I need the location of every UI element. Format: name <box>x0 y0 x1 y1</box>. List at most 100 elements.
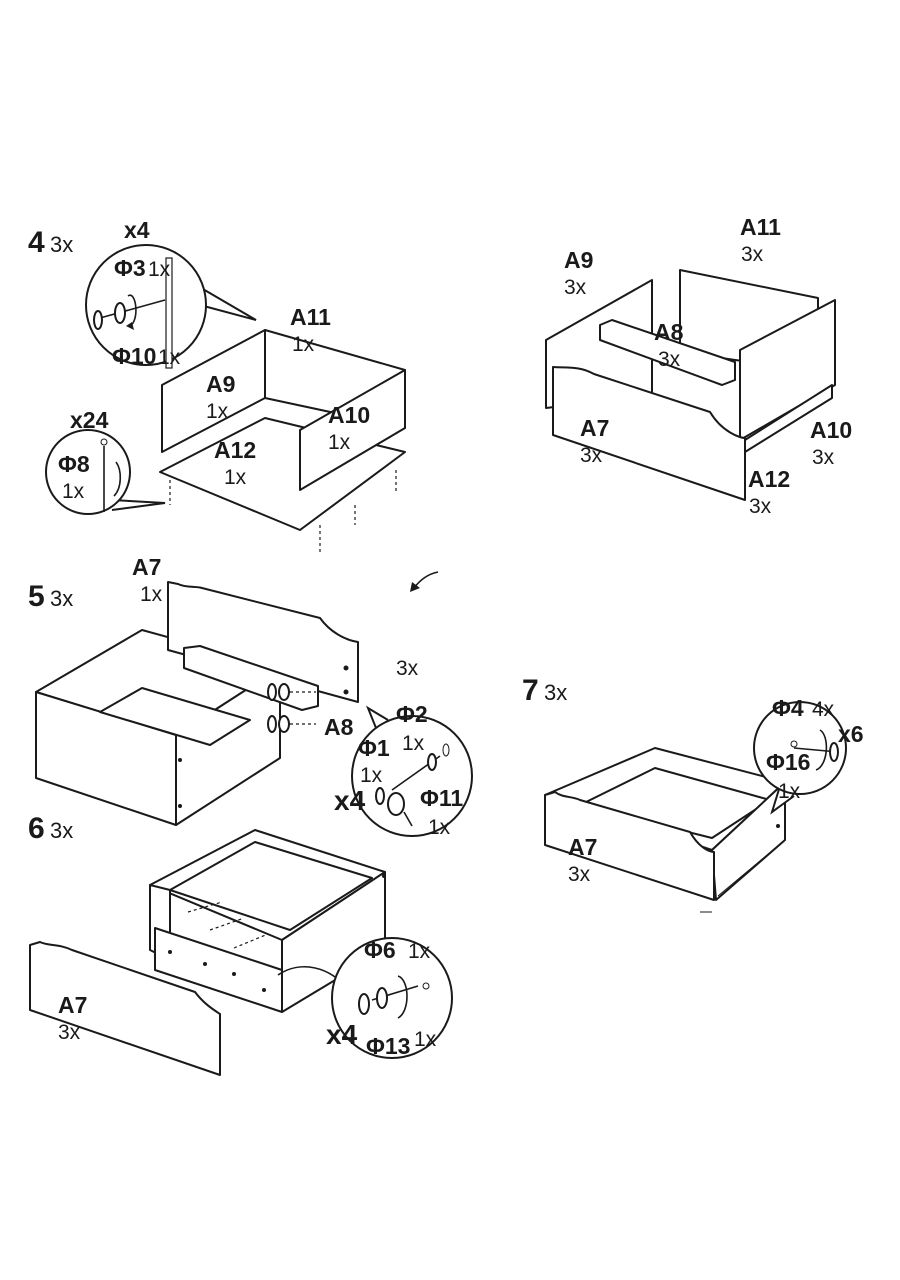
part-a11-label: A11 <box>740 214 781 240</box>
part-f6-qty: 1x <box>408 940 431 963</box>
part-f8-label: Φ8 <box>58 451 90 477</box>
callout-circle <box>45 429 131 515</box>
screw-tip-icon <box>790 740 798 748</box>
step-6-callout: x4 Φ6 1x Φ13 1x <box>326 937 453 1059</box>
hole <box>343 665 349 671</box>
callout-multiplier: x6 <box>838 721 864 747</box>
overview-drawer: A11 3x A9 3x A8 3x A7 3x A10 3x A12 3x <box>545 214 852 518</box>
part-a10-label: A10 <box>810 417 852 443</box>
nut-icon <box>427 753 437 771</box>
rotate-arrow-icon <box>815 729 828 771</box>
screw-head-icon <box>829 742 839 762</box>
hole <box>168 950 172 954</box>
fitting-icon <box>267 683 277 701</box>
hole <box>343 689 349 695</box>
part-a11-label: A11 <box>290 304 331 330</box>
front-panel-a7 <box>544 791 715 901</box>
cam-fittings <box>267 683 316 733</box>
part-f1-label: Φ1 <box>358 735 390 761</box>
hole <box>178 758 182 762</box>
drawer-floor <box>99 687 251 746</box>
screw-shaft <box>99 299 166 319</box>
a8-bar <box>599 319 736 386</box>
screwdriver-tip-icon <box>403 811 413 827</box>
part-f16-qty: 1x <box>778 780 801 803</box>
part-f10-label: Φ10 <box>112 343 156 369</box>
runner-line <box>717 839 786 897</box>
part-f11-label: Φ11 <box>420 785 463 811</box>
part-a10-label: A10 <box>328 402 370 428</box>
dowel-icon <box>114 302 126 324</box>
front-panel-a7 <box>167 581 359 703</box>
front-panel-a7 <box>29 941 221 1076</box>
part-a12-label: A12 <box>214 437 256 463</box>
part-a7-qty: 3x <box>580 444 603 467</box>
part-f4-label: Φ4 <box>772 695 804 721</box>
callout-multiplier: x4 <box>334 785 366 816</box>
part-a8-qty: 3x <box>658 348 681 371</box>
step-5-number: 5 <box>28 580 45 613</box>
rotate-arrow-icon <box>397 975 408 1019</box>
flip-arrow-head <box>410 582 420 592</box>
dowel-end-icon <box>442 743 450 757</box>
hole <box>232 972 236 976</box>
part-f3-qty: 1x <box>148 258 171 281</box>
bottom-edge <box>744 384 833 453</box>
part-f13-qty: 1x <box>414 1028 437 1051</box>
part-f2-qty: 1x <box>402 732 425 755</box>
part-a8-qty: 3x <box>396 657 419 680</box>
screw-tip-icon <box>422 982 430 990</box>
part-a10-qty: 3x <box>812 446 835 469</box>
part-f16-label: Φ16 <box>766 749 810 775</box>
hole <box>178 804 182 808</box>
step-7: 7 3x A7 3x x6 Φ4 4x Φ16 1x <box>522 674 864 913</box>
hole <box>262 988 266 992</box>
part-a8-label: A8 <box>324 714 354 740</box>
callout-pointer <box>111 499 166 511</box>
cap-icon <box>358 993 370 1015</box>
callout-pointer <box>195 284 257 321</box>
step-4-screw-callout: x4 Φ3 1x Φ10 1x <box>85 217 257 369</box>
part-f13-label: Φ13 <box>366 1033 410 1059</box>
step-7-number: 7 <box>522 674 539 707</box>
part-a7-label: A7 <box>58 992 87 1018</box>
part-a12-qty: 3x <box>749 495 772 518</box>
step-6-count: 3x <box>50 818 73 843</box>
step-4: 4 3x x4 Φ3 1x Φ10 1x x24 Φ8 1x <box>28 217 406 552</box>
part-a11-qty: 1x <box>292 333 315 356</box>
cam-icon <box>387 792 405 816</box>
part-f3-label: Φ3 <box>114 255 146 281</box>
part-a10-qty: 1x <box>328 431 351 454</box>
side-panel-right <box>739 299 836 441</box>
step-5-callout: x4 Φ2 1x Φ1 1x Φ11 1x <box>334 701 473 839</box>
part-f4-qty: 4x <box>812 698 835 721</box>
fitting-icon <box>278 683 290 701</box>
part-f11-qty: 1x <box>428 816 451 839</box>
drawer-inner-floor <box>169 841 373 931</box>
part-f6-label: Φ6 <box>364 937 396 963</box>
part-a9-qty: 3x <box>564 276 587 299</box>
washer-icon <box>376 987 388 1009</box>
step-7-count: 3x <box>544 680 567 705</box>
step-4-count: 3x <box>50 232 73 257</box>
part-a12-label: A12 <box>748 466 790 492</box>
rotate-arrow-head <box>126 322 134 330</box>
step-4-number: 4 <box>28 226 45 259</box>
callout-multiplier: x4 <box>124 217 150 243</box>
part-a7-qty: 1x <box>140 583 163 606</box>
step-7-callout: x6 Φ4 4x Φ16 1x <box>753 695 864 815</box>
screw-guide <box>209 917 245 931</box>
part-a7-label: A7 <box>580 415 609 441</box>
part-a8-label: A8 <box>654 319 684 345</box>
washer-icon <box>375 787 385 805</box>
step-6-number: 6 <box>28 812 45 845</box>
hole <box>382 874 386 878</box>
callout-multiplier: x24 <box>70 407 109 433</box>
part-f2-label: Φ2 <box>396 701 428 727</box>
step-6: 6 3x A7 3x x4 Φ6 1x Φ13 1x <box>28 812 453 1076</box>
hammer-arrow-icon <box>113 461 122 497</box>
fitting-icon <box>267 715 277 733</box>
panel-edge <box>165 257 173 369</box>
hole <box>776 824 780 828</box>
screw-guide <box>233 933 269 949</box>
